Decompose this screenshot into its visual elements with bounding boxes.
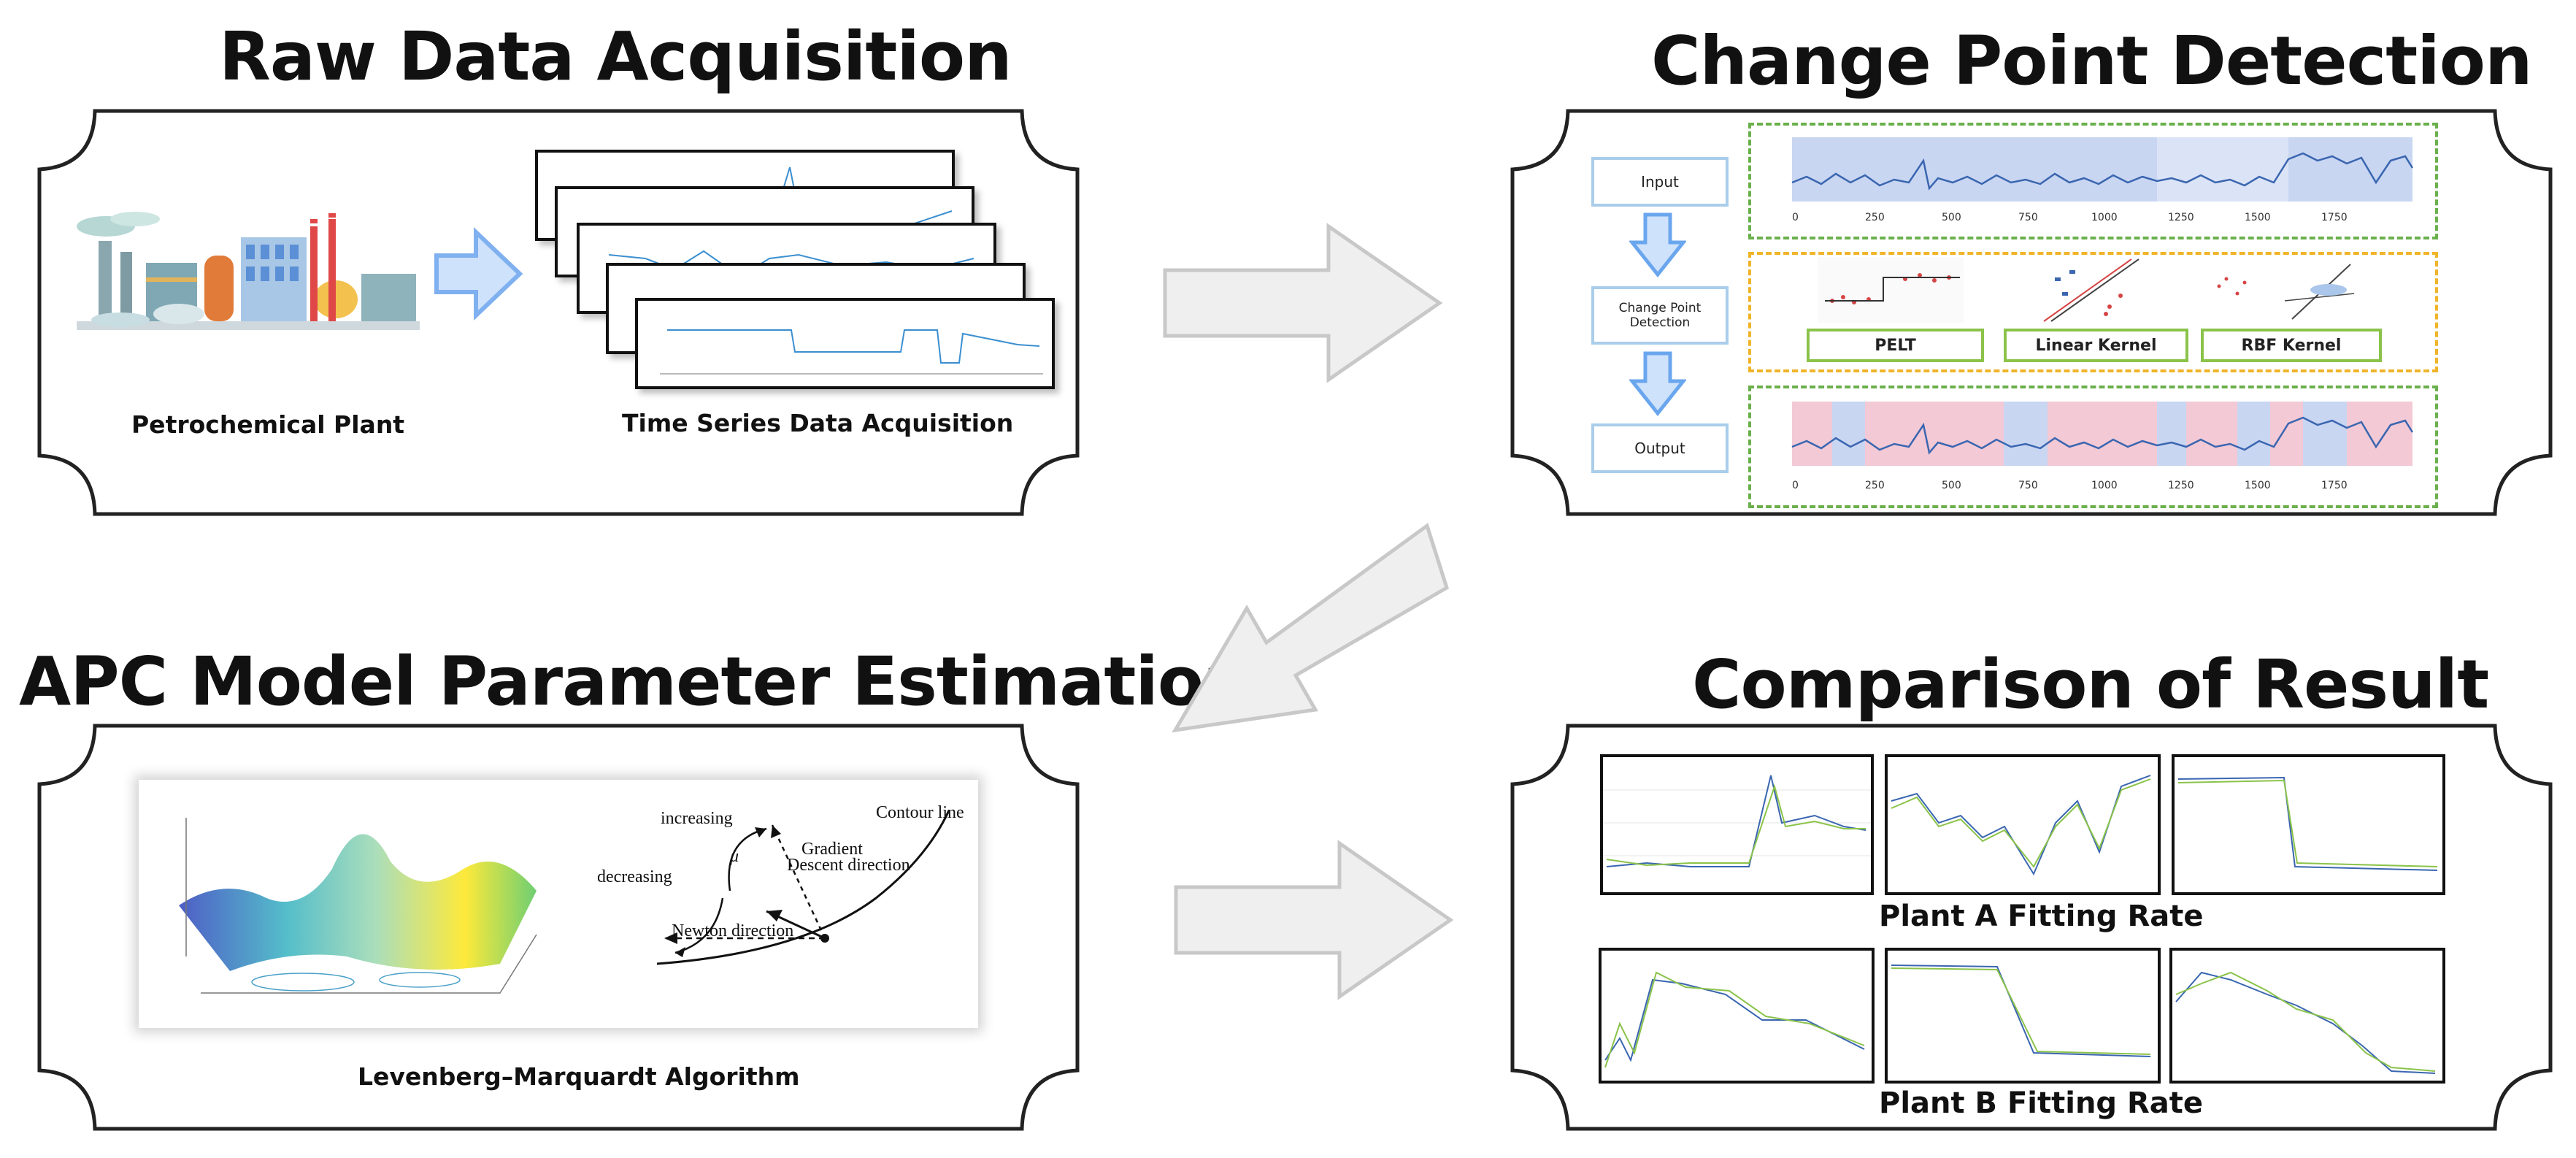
linear-kernel-thumbnail xyxy=(2043,258,2139,322)
title-comparison: Comparison of Result xyxy=(1692,645,2489,724)
rbf-kernel-thumbnail xyxy=(2217,264,2355,320)
label-descent: Descent direction xyxy=(787,856,910,875)
label-gradient: Gradient xyxy=(801,840,863,859)
tick-label: 0 xyxy=(1792,212,1799,223)
flow-arrow-right-top xyxy=(1163,223,1443,383)
change-point-box: Change Point Detection xyxy=(1591,286,1729,345)
lm-caption: Levenberg–Marquardt Algorithm xyxy=(358,1062,800,1091)
tick-label: 1000 xyxy=(2091,480,2118,491)
tick-label: 1500 xyxy=(2245,212,2271,223)
tick-label: 500 xyxy=(1942,480,1961,491)
output-signal-plot xyxy=(1791,402,2414,466)
flow-arrow-diagonal xyxy=(1172,522,1449,733)
output-signal-container xyxy=(1748,386,2438,508)
tick-label: 0 xyxy=(1792,480,1799,491)
plant-b-plot-2 xyxy=(1885,948,2161,1084)
label-mu: μ xyxy=(730,847,739,866)
plant-a-caption: Plant A Fitting Rate xyxy=(1879,900,2204,933)
tick-label: 250 xyxy=(1865,212,1885,223)
output-box: Output xyxy=(1591,423,1729,473)
title-change-point: Change Point Detection xyxy=(1651,22,2532,100)
tick-label: 1250 xyxy=(2168,480,2194,491)
down-arrow-1 xyxy=(1629,212,1686,277)
methods-container xyxy=(1748,252,2438,372)
title-apc-model: APC Model Parameter Estimation xyxy=(19,643,1251,721)
input-x-ticks: 0 250 500 750 1000 1250 1500 1750 xyxy=(1792,212,2412,226)
ts-sheet-5 xyxy=(635,298,1055,389)
label-decreasing: decreasing xyxy=(597,867,672,886)
ts-caption: Time Series Data Acquisition xyxy=(622,409,1014,437)
method-pelt: PELT xyxy=(1807,329,1984,362)
label-increasing: increasing xyxy=(661,809,733,828)
tick-label: 750 xyxy=(2018,212,2038,223)
blue-process-arrow xyxy=(434,227,523,321)
plant-a-plot-1 xyxy=(1600,754,1874,895)
tick-label: 500 xyxy=(1942,212,1961,223)
input-signal-container xyxy=(1748,123,2438,239)
tick-label: 1000 xyxy=(2091,212,2118,223)
pelt-thumbnail xyxy=(1818,257,1964,323)
plant-a-plot-3 xyxy=(2172,754,2445,895)
plant-b-plot-1 xyxy=(1599,948,1875,1084)
output-x-ticks: 0 250 500 750 1000 1250 1500 1750 xyxy=(1792,480,2412,494)
method-linear-kernel: Linear Kernel xyxy=(2004,329,2188,362)
input-box: Input xyxy=(1591,157,1729,207)
petrochemical-plant-illustration xyxy=(77,212,420,330)
tick-label: 1750 xyxy=(2321,212,2348,223)
tick-label: 1750 xyxy=(2321,480,2348,491)
input-signal-plot xyxy=(1791,137,2414,202)
loss-surface-3d xyxy=(179,818,537,994)
lm-direction-diagram xyxy=(656,810,950,965)
title-raw-data: Raw Data Acquisition xyxy=(219,18,1012,96)
flow-arrow-right-bottom xyxy=(1174,840,1454,1000)
tick-label: 1500 xyxy=(2245,480,2271,491)
plant-b-caption: Plant B Fitting Rate xyxy=(1879,1086,2204,1120)
label-contour: Contour line xyxy=(876,803,964,822)
tick-label: 1250 xyxy=(2168,212,2194,223)
tick-label: 750 xyxy=(2018,480,2038,491)
plant-caption: Petrochemical Plant xyxy=(131,410,405,439)
method-rbf-kernel: RBF Kernel xyxy=(2201,329,2382,362)
tick-label: 250 xyxy=(1865,480,1885,491)
down-arrow-2 xyxy=(1629,351,1686,416)
label-newton: Newton direction xyxy=(672,921,794,940)
plant-a-plot-2 xyxy=(1885,754,2161,895)
plant-b-plot-3 xyxy=(2169,948,2445,1084)
